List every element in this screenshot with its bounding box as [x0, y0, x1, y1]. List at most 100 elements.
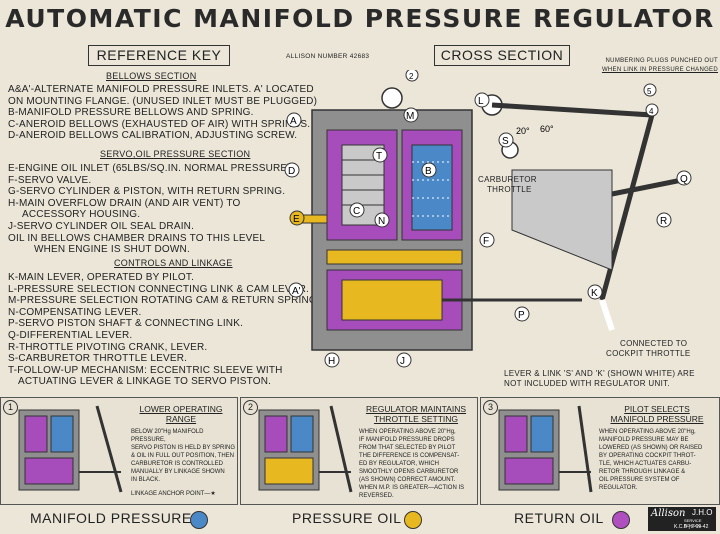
panel-line: (AS SHOWN) CORRECT AMOUNT. [359, 477, 456, 483]
ref-line: ACTUATING LEVER & LINKAGE TO SERVO PISTO… [18, 376, 272, 388]
manifold-pressure-swatch [190, 511, 208, 529]
panel-2-diagram [258, 405, 353, 493]
svg-text:J: J [400, 356, 405, 367]
svg-text:T: T [376, 151, 382, 162]
allison-stamp: Allison J.H.O SERVICE SCHOOL K.C.B | 2-1… [648, 507, 716, 531]
panel-line: SMOOTHLY OPENS CARBURETOR [359, 469, 459, 475]
connected-label-1: CONNECTED TO [620, 339, 688, 348]
ref-line: D-ANEROID BELLOWS CALIBRATION, ADJUSTING… [8, 130, 298, 142]
legend-return-oil: RETURN OIL [514, 510, 604, 526]
numbering-note-2: WHEN LINK IN PRESSURE CHANGED [601, 67, 718, 73]
svg-text:H: H [328, 356, 335, 367]
ref-line: M-PRESSURE SELECTION ROTATING CAM & RETU… [8, 295, 320, 307]
return-oil-swatch [612, 511, 630, 529]
ref-line: S-CARBURETOR THROTTLE LEVER. [8, 353, 188, 365]
panel-text: WHEN OPERATING ABOVE 20"Hg, MANIFOLD PRE… [599, 428, 702, 492]
panel-line: TLE, WHICH ACTUATES CARBU- [599, 461, 692, 467]
not-included-2: NOT INCLUDED WITH REGULATOR UNIT. [504, 379, 670, 388]
ref-line: P-SERVO PISTON SHAFT & CONNECTING LINK. [8, 318, 244, 330]
panel-line: MANIFOLD PRESSURE MAY BE [599, 437, 689, 443]
stamp-date: K.C.B | 2-19-42 [674, 524, 709, 530]
panel-line: WHEN OPERATING ABOVE 20"Hg, [599, 429, 696, 435]
ref-line: L-PRESSURE SELECTION CONNECTING LINK & C… [8, 283, 309, 295]
bellows-b [411, 144, 453, 231]
gear-m [381, 87, 403, 109]
bellows-list: A&A'-ALTERNATE MANIFOLD PRESSURE INLETS.… [8, 84, 317, 142]
panel-line: OIL PRESSURE SYSTEM OF [599, 477, 680, 483]
panel-title-line: MANIFOLD PRESSURE [610, 414, 704, 424]
svg-text:S: S [502, 136, 509, 147]
controls-list: K-MAIN LEVER, OPERATED BY PILOT. L-PRESS… [8, 272, 320, 388]
pressure-oil-swatch [404, 511, 422, 529]
servo-spring [341, 279, 443, 321]
callouts: A D E A' H J F P K R Q S L M T B N C 2 5… [284, 70, 692, 368]
ref-line: N-COMPENSATING LEVER. [8, 306, 142, 318]
panel-line: MANUALLY BY LINKAGE SHOWN [131, 469, 225, 475]
not-included-1: LEVER & LINK 'S' AND 'K' (SHOWN WHITE) A… [504, 369, 695, 378]
connected-label-2: COCKPIT THROTTLE [606, 349, 691, 358]
pressure-oil-passage [326, 249, 463, 265]
panel-line: SERVO PISTON IS HELD BY SPRING [131, 445, 236, 451]
ref-line: G-SERVO CYLINDER & PISTON, WITH RETURN S… [8, 186, 286, 198]
legend-manifold-pressure: MANIFOLD PRESSURE [30, 510, 192, 526]
panel-line: REGULATOR. [599, 485, 638, 491]
numbering-note-1: NUMBERING PLUGS PUNCHED OUT [605, 58, 718, 64]
ref-line: T-FOLLOW-UP MECHANISM: ECCENTRIC SLEEVE … [8, 364, 283, 376]
panel-title-line: RANGE [165, 414, 197, 424]
ref-line: A&A'-ALTERNATE MANIFOLD PRESSURE INLETS.… [8, 84, 314, 95]
carburetor-label-1: CARBURETOR [478, 175, 537, 184]
svg-text:R: R [660, 216, 667, 227]
panel-number: 1 [3, 400, 18, 415]
allison-number: ALLISON NUMBER 42683 [286, 53, 370, 60]
panel-3-diagram [498, 405, 593, 493]
svg-text:A: A [290, 116, 297, 127]
bellows-section-heading: BELLOWS SECTION [106, 71, 197, 81]
panel-line: BELOW 20"Hg MANIFOLD PRESSURE, [131, 429, 204, 443]
angle-20: 20° [516, 126, 530, 136]
throttle-crank-r [511, 169, 613, 271]
svg-text:4: 4 [649, 107, 654, 116]
ref-line: E-ENGINE OIL INLET (65LBS/SQ.IN. NORMAL … [8, 163, 291, 174]
ref-line: J-SERVO CYLINDER OIL SEAL DRAIN. [8, 220, 195, 232]
svg-text:Q: Q [680, 174, 688, 185]
panel-line: ED BY REGULATOR, WHICH [359, 461, 440, 467]
controls-section-heading: CONTROLS AND LINKAGE [114, 258, 233, 268]
panel-text: WHEN OPERATING ABOVE 20"Hg, IF MANIFOLD … [359, 428, 464, 500]
cross-section-diagram: A D E A' H J F P K R Q S L M T B N C 2 5… [284, 70, 692, 368]
ref-line: ACCESSORY HOUSING. [22, 209, 141, 221]
servo-section-heading: SERVO,OIL PRESSURE SECTION [100, 149, 251, 159]
ref-line: K-MAIN LEVER, OPERATED BY PILOT. [8, 272, 195, 283]
svg-text:B: B [425, 166, 432, 177]
panel-line: RETOR THROUGH LINKAGE & [599, 469, 686, 475]
svg-text:F: F [483, 236, 489, 247]
svg-text:2: 2 [409, 72, 414, 81]
panel-line: FROM THAT SELECTED BY PILOT [359, 445, 456, 451]
svg-text:A': A' [292, 286, 301, 297]
panel-line: IF MANIFOLD PRESSURE DROPS [359, 437, 455, 443]
stamp-sub: SERVICE SCHOOL [684, 518, 702, 528]
ref-line: Q-DIFFERENTIAL LEVER. [8, 329, 133, 341]
panel-line: CARBURETOR IS CONTROLLED [131, 461, 223, 467]
panel-extra: LINKAGE ANCHOR POINT—★ [131, 491, 216, 497]
ref-line: R-THROTTLE PIVOTING CRANK, LEVER. [8, 341, 208, 353]
panel-text: BELOW 20"Hg MANIFOLD PRESSURE, SERVO PIS… [131, 428, 237, 498]
ref-line: H-MAIN OVERFLOW DRAIN (AND AIR VENT) TO [8, 197, 241, 209]
panel-line: THE DIFFERENCE IS COMPENSAT- [359, 453, 460, 459]
panel-number: 3 [483, 400, 498, 415]
ref-line: OIL IN BELLOWS CHAMBER DRAINS TO THIS LE… [8, 232, 266, 244]
ref-line: WHEN ENGINE IS SHUT DOWN. [34, 244, 190, 256]
panel-line: IN BLACK. [131, 477, 161, 483]
ref-line: C-ANEROID BELLOWS (EXHAUSTED OF AIR) WIT… [8, 118, 311, 130]
panel-line: WHEN OPERATING ABOVE 20"Hg, [359, 429, 456, 435]
svg-text:D: D [288, 166, 295, 177]
panel-line: & OIL IN FULL OUT POSITION, THEN [131, 453, 235, 459]
ref-line: F-SERVO VALVE. [8, 174, 92, 186]
svg-text:M: M [406, 111, 414, 122]
